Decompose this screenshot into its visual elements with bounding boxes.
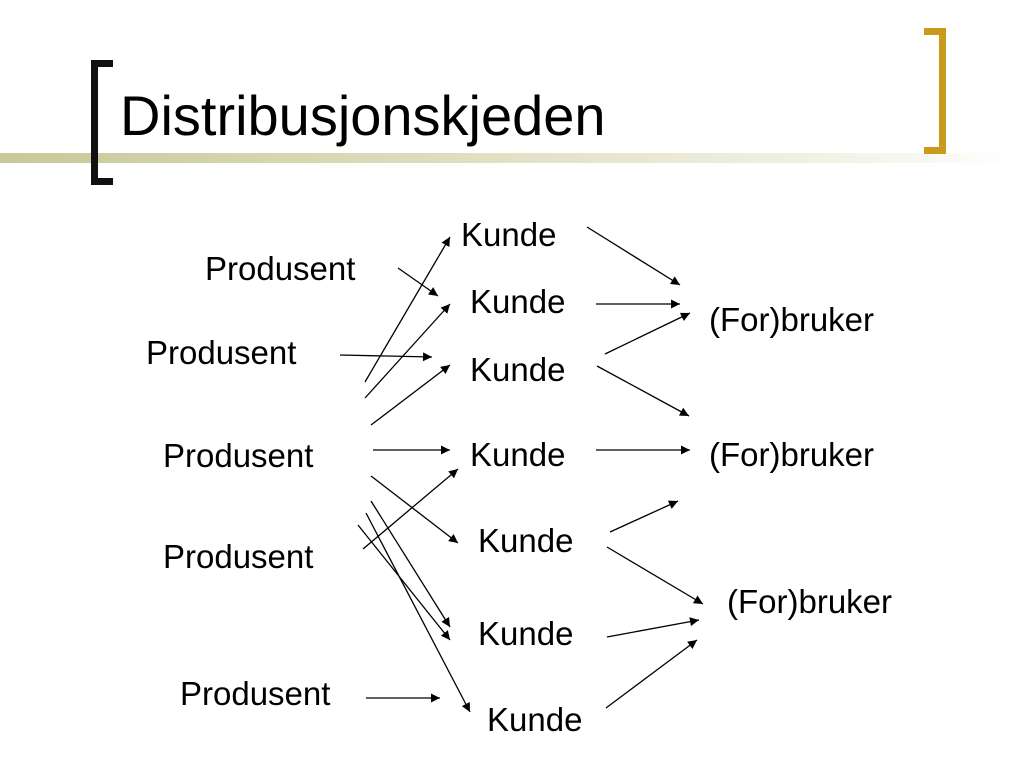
- arrow-k3-to-u1: [604, 312, 691, 355]
- arrow-k7-to-u3: [605, 639, 698, 709]
- arrow-p4-to-k6: [370, 500, 451, 628]
- customer-node-1: Kunde: [461, 216, 557, 253]
- left-bracket-decoration: [91, 60, 113, 185]
- arrow-k1-to-u1: [586, 226, 681, 286]
- customer-node-3: Kunde: [470, 351, 566, 388]
- customer-node-2: Kunde: [470, 283, 566, 320]
- arrow-p4-to-k6: [357, 524, 451, 641]
- customer-node-5: Kunde: [478, 522, 574, 559]
- customer-node-7: Kunde: [487, 701, 583, 738]
- producer-node-1: Produsent: [205, 250, 356, 287]
- customer-node-4: Kunde: [470, 436, 566, 473]
- arrow-p2-to-k3: [370, 364, 451, 426]
- arrow-k5-to-u3: [606, 546, 704, 605]
- user-node-1: (For)bruker: [709, 301, 875, 338]
- producer-node-4: Produsent: [163, 538, 314, 575]
- producer-node-3: Produsent: [163, 437, 314, 474]
- arrow-k5-to-u2: [609, 500, 679, 533]
- producer-node-5: Produsent: [180, 675, 331, 712]
- arrow-p2-to-k1: [364, 236, 451, 383]
- arrow-k6-to-u3: [606, 617, 700, 638]
- user-node-2: (For)bruker: [709, 436, 875, 473]
- right-bracket-decoration: [924, 28, 946, 154]
- arrow-p4-to-k4: [362, 468, 459, 550]
- user-node-3: (For)bruker: [727, 583, 893, 620]
- arrow-k3-to-u2: [596, 365, 690, 417]
- arrow-p2-to-k2: [364, 303, 451, 399]
- arrow-p2-to-k3: [339, 352, 433, 362]
- arrow-p1-to-k2: [397, 267, 439, 297]
- producer-node-2: Produsent: [146, 334, 297, 371]
- arrow-p3-to-k5: [370, 475, 459, 544]
- arrow-p4-to-k7: [365, 512, 471, 713]
- title-underline-band: [0, 153, 1024, 163]
- customer-node-6: Kunde: [478, 615, 574, 652]
- slide-title: Distribusjonskjeden: [120, 84, 606, 147]
